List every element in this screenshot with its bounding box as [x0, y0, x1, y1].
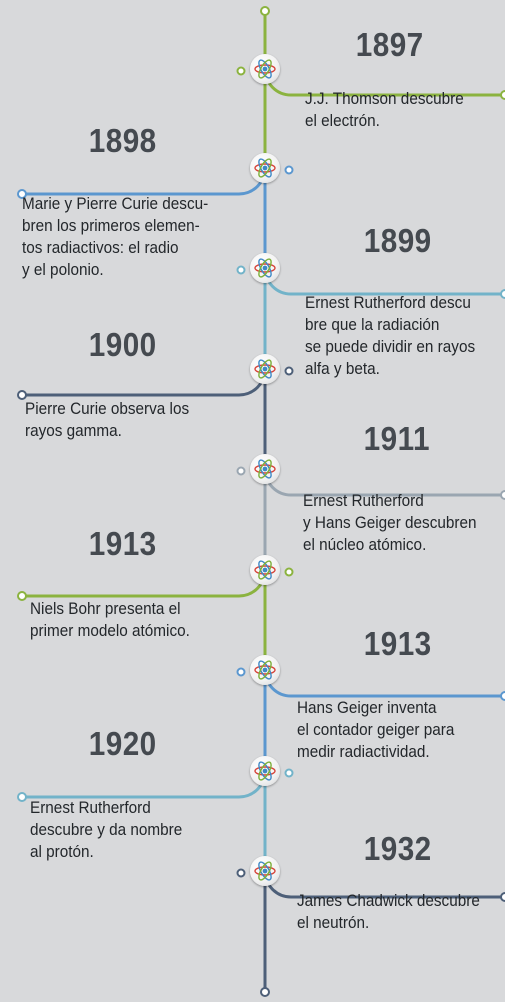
- event-year: 1913: [88, 525, 157, 562]
- event-description: Ernest Rutherford descubre y da nombre a…: [30, 798, 183, 861]
- atom-icon: [250, 153, 280, 183]
- atom-icon: [250, 655, 280, 685]
- atom-icon: [250, 856, 280, 886]
- event-description: Ernest Rutherford y Hans Geiger descubre…: [303, 491, 477, 554]
- event-year: 1899: [363, 222, 432, 259]
- event-description: James Chadwick descubre el neutrón.: [297, 891, 480, 932]
- atom-icon: [250, 454, 280, 484]
- event-year: 1898: [88, 122, 157, 159]
- atom-icon: [250, 253, 280, 283]
- event-year: 1911: [363, 420, 430, 457]
- event-year: 1913: [363, 625, 432, 662]
- event-description: J.J. Thomson descubre el electrón.: [305, 89, 464, 130]
- atom-icon: [250, 354, 280, 384]
- event-year: 1920: [88, 725, 157, 762]
- event-description: Marie y Pierre Curie descu- bren los pri…: [22, 194, 209, 279]
- event-year: 1897: [355, 26, 424, 63]
- event-year: 1900: [88, 326, 157, 363]
- event-description: Pierre Curie observa los rayos gamma.: [25, 399, 190, 440]
- atom-icon: [250, 555, 280, 585]
- event-description: Niels Bohr presenta el primer modelo ató…: [30, 599, 190, 640]
- event-description: Ernest Rutherford descu bre que la radia…: [305, 293, 476, 378]
- atom-icon: [250, 756, 280, 786]
- event-description: Hans Geiger inventa el contador geiger p…: [297, 698, 455, 761]
- atom-icon: [250, 54, 280, 84]
- event-year: 1932: [363, 830, 432, 867]
